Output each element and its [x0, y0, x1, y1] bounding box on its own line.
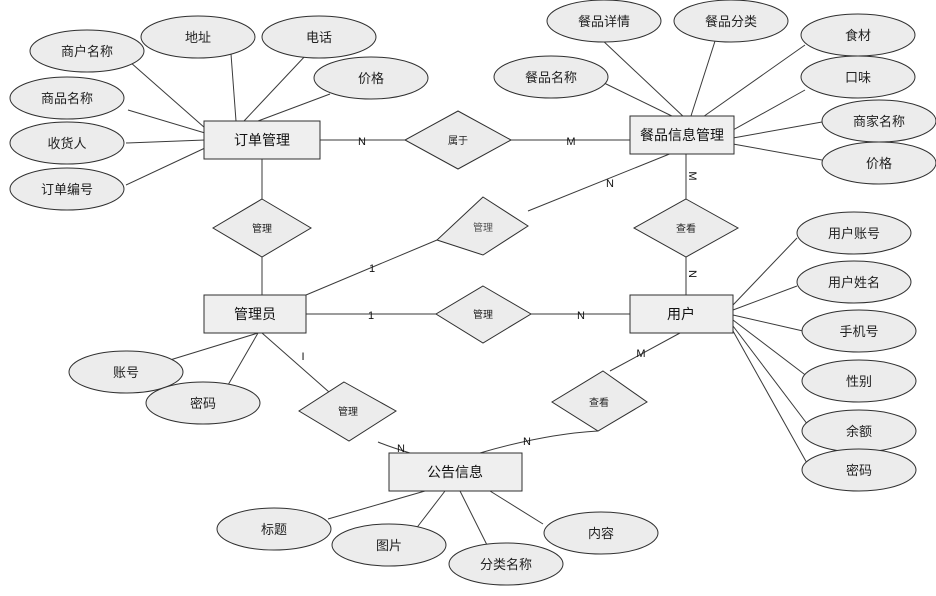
- svg-text:属于: 属于: [448, 135, 468, 147]
- svg-text:餐品信息管理: 餐品信息管理: [640, 127, 724, 144]
- svg-text:商户名称: 商户名称: [61, 44, 113, 60]
- svg-text:管理: 管理: [252, 222, 272, 235]
- rel-manage-order: 管理: [212, 198, 312, 258]
- svg-text:密码: 密码: [190, 396, 216, 412]
- svg-text:管理员: 管理员: [234, 307, 276, 323]
- svg-text:食材: 食材: [845, 28, 871, 44]
- svg-text:订单管理: 订单管理: [234, 133, 290, 149]
- connector-lines: [125, 37, 823, 552]
- card-notice-user: N: [523, 436, 531, 448]
- attr-meal-price: 价格: [821, 141, 936, 185]
- svg-text:餐品名称: 餐品名称: [525, 70, 577, 86]
- svg-text:餐品详情: 餐品详情: [578, 14, 630, 30]
- svg-text:手机号: 手机号: [839, 325, 878, 340]
- svg-text:查看: 查看: [676, 222, 696, 235]
- svg-text:用户: 用户: [667, 306, 695, 323]
- svg-text:管理: 管理: [338, 405, 358, 418]
- attr-category-name: 分类名称: [448, 542, 564, 586]
- svg-text:商品名称: 商品名称: [41, 91, 93, 107]
- attr-user-account: 用户账号: [796, 211, 912, 255]
- entity-notice-info: 公告信息: [388, 452, 523, 492]
- card-admin-user: 1: [368, 310, 374, 322]
- attr-product-name: 商品名称: [9, 76, 125, 120]
- svg-text:查看: 查看: [589, 396, 609, 409]
- svg-text:用户账号: 用户账号: [828, 226, 880, 242]
- svg-text:管理: 管理: [473, 221, 493, 234]
- attr-balance: 余额: [801, 409, 917, 453]
- svg-text:订单编号: 订单编号: [41, 183, 93, 198]
- attr-image: 图片: [331, 523, 447, 567]
- attr-user-password: 密码: [801, 448, 917, 492]
- attr-title: 标题: [216, 507, 332, 551]
- attr-gender: 性别: [801, 359, 917, 403]
- rel-view-meal: 查看: [632, 198, 740, 258]
- svg-text:餐品分类: 餐品分类: [705, 14, 757, 30]
- svg-text:公告信息: 公告信息: [427, 464, 483, 481]
- svg-text:分类名称: 分类名称: [480, 557, 532, 573]
- attr-user-name: 用户姓名: [796, 260, 912, 304]
- rel-manage-notice: 管理: [298, 381, 397, 442]
- svg-text:地址: 地址: [185, 31, 211, 46]
- svg-text:价格: 价格: [358, 71, 384, 87]
- attr-receiver: 收货人: [9, 121, 125, 165]
- rel-manage-meal: 管理: [436, 196, 529, 256]
- svg-text:价格: 价格: [866, 156, 892, 172]
- rel-view-notice: 查看: [551, 370, 648, 432]
- entity-meal-info-management: 餐品信息管理: [629, 115, 735, 155]
- svg-text:收货人: 收货人: [47, 136, 86, 152]
- attr-phone: 电话: [261, 15, 377, 59]
- entity-admin: 管理员: [203, 294, 307, 334]
- attr-content: 内容: [543, 511, 659, 555]
- rel-belongs-to: 属于: [403, 110, 513, 170]
- entity-order-management: 订单管理: [203, 120, 321, 160]
- svg-text:标题: 标题: [261, 523, 287, 538]
- svg-text:密码: 密码: [846, 463, 872, 479]
- attr-meal-name: 餐品名称: [493, 55, 609, 99]
- attr-order-price: 价格: [313, 56, 429, 100]
- svg-text:余额: 余额: [846, 424, 872, 440]
- card-meal-view: M: [686, 171, 698, 180]
- svg-text:商家名称: 商家名称: [853, 114, 905, 130]
- card-user-admin: N: [577, 310, 585, 322]
- attr-meal-detail: 餐品详情: [546, 0, 662, 43]
- attr-taste: 口味: [800, 55, 916, 99]
- attr-address: 地址: [140, 15, 256, 59]
- svg-text:内容: 内容: [588, 526, 614, 542]
- rel-manage-user: 管理: [435, 285, 532, 344]
- svg-text:图片: 图片: [376, 539, 402, 554]
- svg-text:性别: 性别: [846, 375, 872, 390]
- card-order-belongs: N: [358, 136, 366, 148]
- attr-meal-category: 餐品分类: [673, 0, 789, 43]
- card-notice-admin: N: [397, 443, 405, 455]
- attr-ingredients: 食材: [800, 13, 916, 57]
- attr-shop-name: 商家名称: [821, 99, 936, 143]
- card-meal-belongs: M: [566, 136, 575, 148]
- card-user-notice: M: [636, 348, 645, 360]
- svg-text:账号: 账号: [113, 366, 139, 381]
- svg-text:管理: 管理: [473, 308, 493, 321]
- attr-merchant-name: 商户名称: [29, 29, 145, 73]
- card-admin-notice: I: [301, 351, 304, 363]
- attr-phone-number: 手机号: [801, 309, 917, 353]
- svg-text:用户姓名: 用户姓名: [828, 275, 880, 291]
- svg-text:口味: 口味: [845, 71, 871, 86]
- cardinality-labels: N M 1 N M N 1 N I N N M: [301, 136, 698, 455]
- attr-admin-password: 密码: [145, 381, 261, 425]
- svg-text:电话: 电话: [306, 31, 332, 46]
- attr-order-number: 订单编号: [9, 167, 125, 211]
- card-user-view-meal: N: [686, 270, 698, 278]
- card-admin-meal: 1: [369, 263, 375, 275]
- attr-admin-account: 账号: [68, 350, 184, 394]
- entity-user: 用户: [629, 294, 734, 334]
- card-meal-admin: N: [606, 178, 614, 190]
